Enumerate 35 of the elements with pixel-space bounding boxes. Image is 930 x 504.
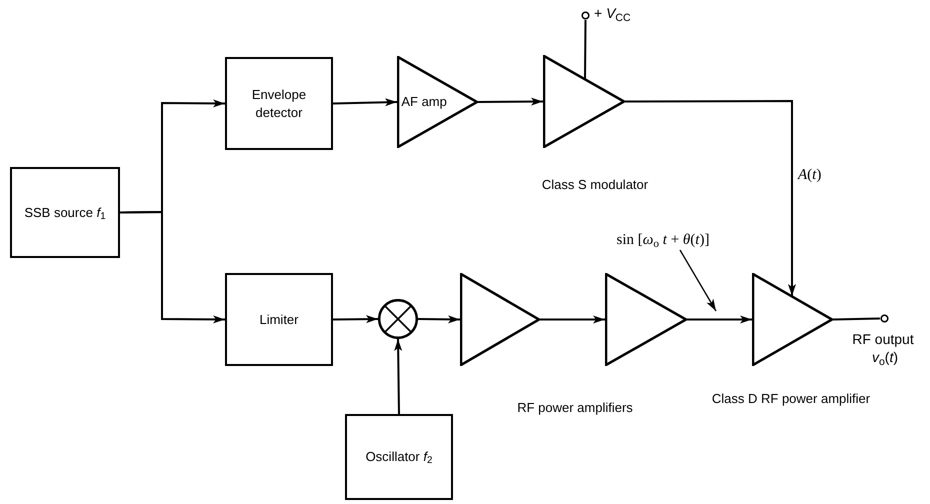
amplifier-triangle	[752, 273, 833, 366]
signal-arrow	[540, 316, 605, 324]
signal-arrow	[687, 316, 752, 324]
block-caption: RF output	[851, 330, 915, 348]
block-caption: + V$_{CC}$	[594, 4, 632, 22]
node-label: Envelope detector	[250, 86, 308, 122]
node-label: Oscillator f$_{2}$	[366, 448, 432, 466]
signal-arrow	[120, 210, 225, 324]
amplifier-triangle	[460, 273, 540, 366]
amplifier-triangle	[605, 273, 687, 366]
terminal-circle	[880, 314, 889, 323]
signal-arrow	[332, 98, 398, 106]
signal-arrow	[625, 100, 796, 296]
block-box	[345, 414, 453, 500]
terminal-circle	[581, 11, 590, 20]
block-box	[225, 273, 333, 366]
node-label: AF amp	[401, 93, 448, 111]
node-label: sin [ω$_{o}$ t + θ(t)]	[616, 231, 710, 249]
block-box	[225, 57, 333, 150]
block-caption: v$_{o}$(t)	[870, 348, 900, 366]
signal-arrow	[394, 338, 402, 414]
node-label: SSB source f$_{1}$	[24, 204, 106, 222]
node-label: Limiter	[259, 310, 298, 328]
edge-label: A(t)	[798, 166, 822, 185]
block-caption: Class S modulator	[540, 176, 650, 194]
group-caption: RF power amplifiers	[516, 399, 634, 417]
signal-arrow	[478, 98, 543, 106]
signal-arrow	[418, 315, 460, 324]
amplifier-triangle	[543, 55, 625, 148]
block-caption: Class D RF power amplifier	[710, 390, 872, 408]
amplifier-triangle	[397, 56, 478, 148]
mixer-symbol	[378, 299, 418, 339]
leader-line	[679, 250, 717, 312]
signal-arrow	[332, 315, 378, 324]
block-box	[10, 167, 120, 258]
